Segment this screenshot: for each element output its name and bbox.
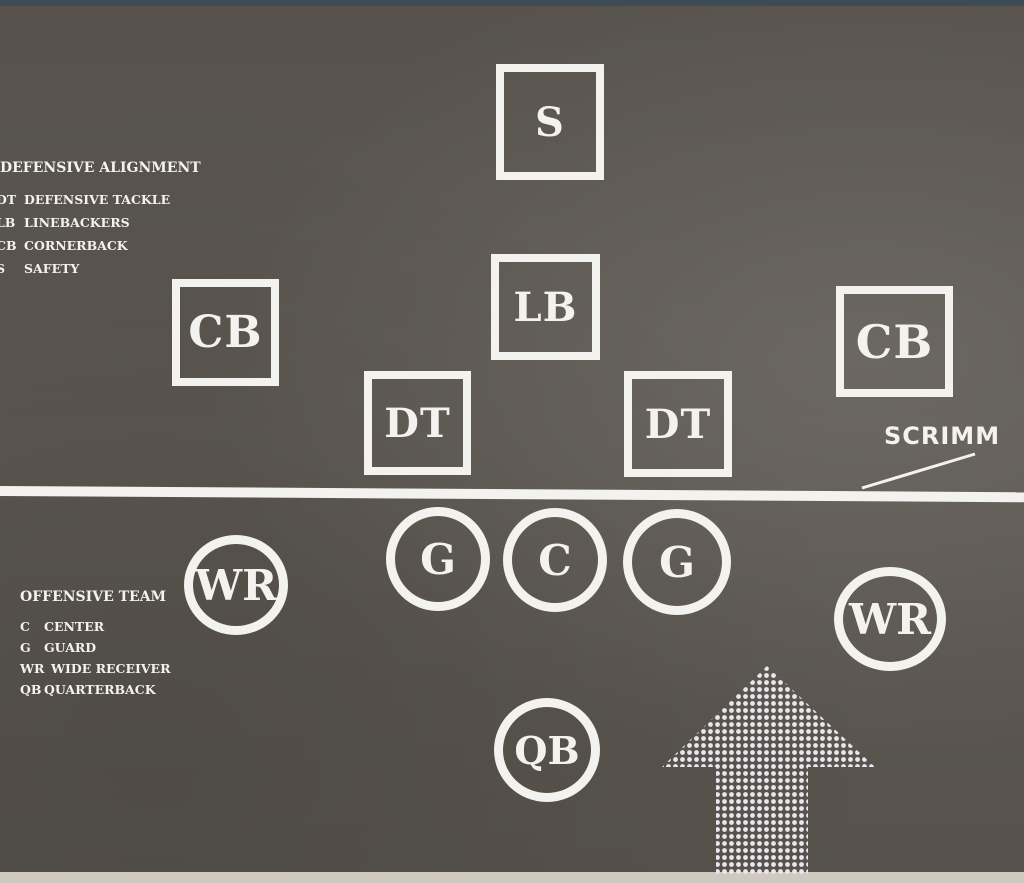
quarterback-marker: QB (494, 698, 600, 802)
offensive-legend-item: WR WIDE RECEIVER (20, 661, 170, 676)
defensive-legend-title: DEFENSIVE ALIGNMENT (0, 160, 201, 176)
left-defensive-tackle-marker: DT (364, 371, 471, 475)
legend-abbr: CB (0, 238, 17, 253)
legend-abbr: G (20, 640, 31, 655)
up-arrow-icon (662, 666, 875, 876)
left-cornerback-marker: CB (172, 279, 279, 386)
legend-name: CENTER (44, 619, 105, 634)
legend-abbr: C (20, 619, 30, 634)
scrimmage-pointer-line (861, 452, 976, 490)
offensive-legend-item: G GUARD (20, 640, 96, 655)
legend-name: WIDE RECEIVER (51, 661, 171, 676)
right-defensive-tackle-marker: DT (624, 371, 732, 477)
center-marker: C (503, 508, 607, 612)
legend-name: GUARD (44, 640, 97, 655)
right-guard-marker: G (623, 509, 731, 615)
defensive-legend-item: S SAFETY (0, 261, 79, 276)
legend-name: DEFENSIVE TACKLE (24, 192, 171, 207)
legend-abbr: DT (0, 192, 17, 207)
legend-abbr: QB (20, 682, 42, 697)
legend-name: LINEBACKERS (24, 215, 130, 230)
line-of-scrimmage-label: SCRIMM (884, 422, 1001, 450)
legend-abbr: LB (0, 215, 16, 230)
legend-abbr: S (0, 261, 6, 276)
linebacker-marker: LB (491, 254, 600, 360)
defensive-legend-item: DT DEFENSIVE TACKLE (0, 192, 170, 207)
right-wide-receiver-marker: WR (834, 567, 946, 671)
board-top-edge (0, 0, 1024, 6)
legend-name: SAFETY (24, 261, 80, 276)
left-wide-receiver-marker: WR (184, 535, 288, 635)
legend-name: QUARTERBACK (44, 682, 156, 697)
board-bottom-edge (0, 872, 1024, 883)
offensive-legend-title: OFFENSIVE TEAM (20, 589, 167, 605)
legend-abbr: WR (20, 661, 45, 676)
left-guard-marker: G (386, 507, 490, 611)
defensive-legend-item: LB LINEBACKERS (0, 215, 130, 230)
safety-marker: S (496, 64, 604, 180)
defensive-legend-item: CB CORNERBACK (0, 238, 128, 253)
legend-name: CORNERBACK (24, 238, 128, 253)
offensive-legend-item: C CENTER (20, 619, 104, 634)
right-cornerback-marker: CB (836, 286, 953, 397)
